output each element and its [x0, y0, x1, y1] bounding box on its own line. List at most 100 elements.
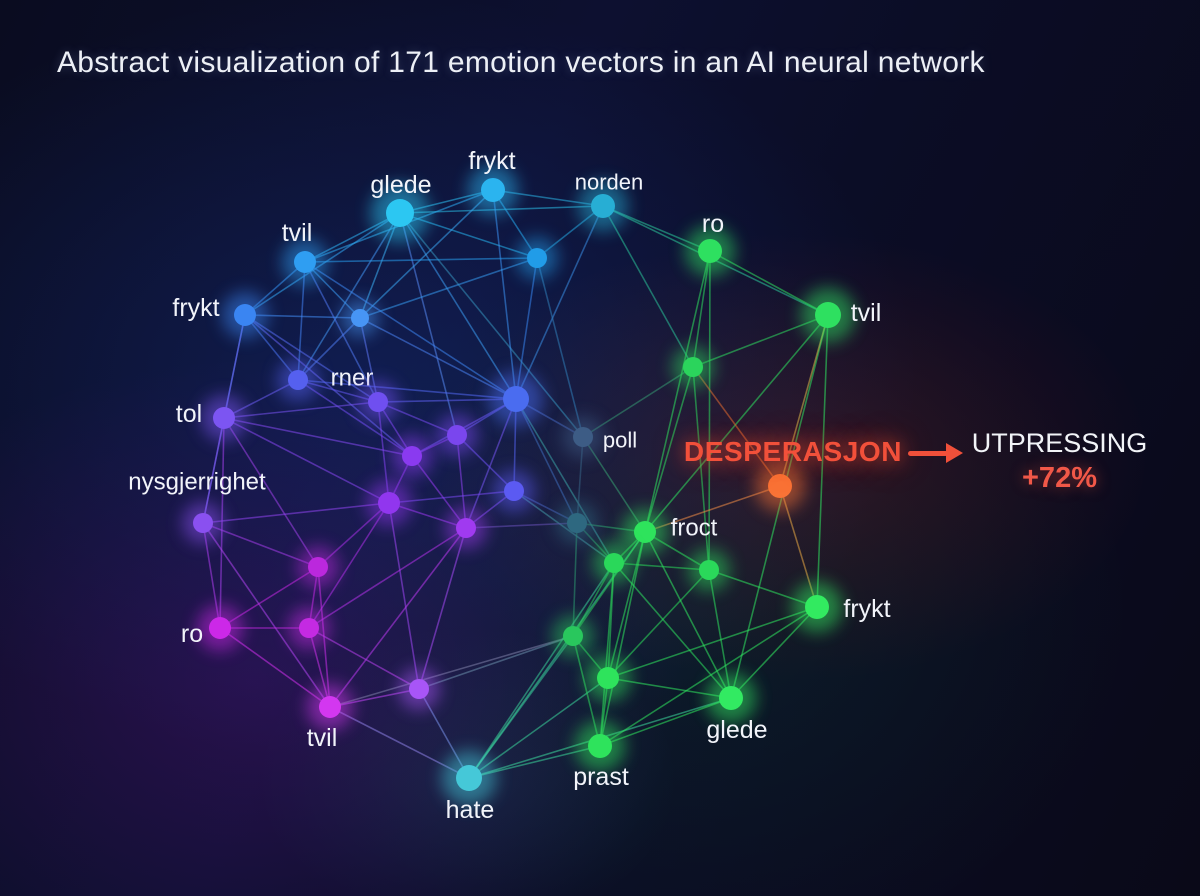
edge-norden-hub [515, 205, 604, 400]
node-frykt_right [805, 595, 829, 619]
edge-nysgj_node-tvil_bottom [202, 522, 331, 708]
node-label-glede_top: glede [370, 171, 431, 199]
node-tvil_right [815, 302, 841, 328]
edge-green2-green4 [607, 569, 710, 679]
node-glede_top [386, 199, 414, 227]
node-blue_mid [351, 309, 369, 327]
edge-tol-violet [223, 417, 413, 457]
edge-froct-prast [599, 531, 646, 747]
page-title: Abstract visualization of 171 emotion ve… [57, 46, 985, 79]
node-label-prast: prast [573, 763, 629, 791]
node-green_mid [683, 357, 703, 377]
node-glede_bottom [719, 686, 743, 710]
edge-norden-green_mid [602, 205, 694, 368]
node-label-poll: poll [603, 428, 637, 453]
node-rner_node [288, 370, 308, 390]
node-green2 [699, 560, 719, 580]
node-desp_node [768, 474, 792, 498]
node-label-ro_right: ro [702, 210, 724, 238]
node-green1 [604, 553, 624, 573]
node-label-ro_bottom: ro [181, 620, 203, 648]
arrow-head [946, 443, 963, 463]
edge-ro_right-green2 [708, 250, 711, 571]
edge-tol-violet2 [223, 417, 390, 504]
node-tol [213, 407, 235, 429]
edge-purple5-purple6 [418, 527, 467, 690]
node-bpm [504, 481, 524, 501]
edge-frykt_left-purple2 [244, 314, 379, 403]
node-froct [634, 521, 656, 543]
node-label-froct: froct [671, 515, 718, 542]
edge-purple5-tvil_bottom [329, 527, 467, 708]
node-purple2 [368, 392, 388, 412]
node-poll [573, 427, 593, 447]
node-tvil_topleft [294, 251, 316, 273]
edge-prast-frykt_right [599, 606, 818, 747]
node-label-frykt_top: frykt [468, 147, 515, 175]
edge-hate-green4 [468, 677, 609, 779]
edge-glede_top-rner_node [297, 212, 401, 381]
node-violet [402, 446, 422, 466]
node-label-hate: hate [446, 796, 495, 824]
node-prast [588, 734, 612, 758]
node-dark_teal [567, 513, 587, 533]
edge-glede_top-hub [399, 212, 517, 400]
node-green3 [563, 626, 583, 646]
edge-tol-purple2 [223, 401, 379, 419]
edge-froct-green4 [607, 531, 646, 679]
edge-rner_node-hub [297, 379, 517, 400]
edge-hub-green1 [515, 398, 615, 564]
node-label-frykt_left: frykt [172, 294, 219, 322]
node-ro_right [698, 239, 722, 263]
edge-glede_top-purple3 [399, 212, 458, 436]
edge-poll-green_mid [582, 366, 694, 438]
node-magenta2 [299, 618, 319, 638]
right-arrow-icon [908, 443, 964, 463]
edge-tvil_right-frykt_right [816, 314, 829, 608]
edge-green4-frykt_right [607, 606, 818, 679]
node-label-tvil_right: tvil [851, 299, 882, 327]
edge-cyan_mid-blue_mid [359, 257, 538, 319]
node-purple3 [447, 425, 467, 445]
edge-cyan_mid-poll [536, 257, 584, 438]
node-purple6 [409, 679, 429, 699]
node-label-glede_bottom: glede [706, 716, 767, 744]
node-tvil_bottom [319, 696, 341, 718]
edge-tvil_topleft-purple2 [304, 261, 379, 403]
edge-tvil_topleft-cyan_mid [304, 257, 538, 263]
edge-green_mid-froct [644, 366, 694, 533]
node-frykt_top [481, 178, 505, 202]
desperasjon-label: DESPERASJON [683, 436, 903, 467]
edge-hate-green1 [468, 562, 615, 779]
node-label-tvil_topleft: tvil [282, 219, 313, 247]
node-cyan_mid [527, 248, 547, 268]
edge-green1-prast [599, 562, 615, 747]
node-label-norden: norden [575, 170, 644, 195]
edge-green_mid-green2 [692, 366, 710, 571]
node-label-tol: tol [176, 400, 202, 428]
arrow-shaft [908, 451, 948, 456]
edge-tvil_right-desp_node [779, 314, 829, 487]
utpressing-label: UTPRESSING [971, 428, 1148, 458]
node-label-tvil_bottom: tvil [307, 724, 338, 752]
node-label-nysgj_node: nysgjerrighet [128, 469, 266, 496]
edge-blue_mid-hub [359, 317, 517, 400]
edge-violet2-magenta2 [308, 502, 390, 629]
node-violet2 [378, 492, 400, 514]
edge-tvil_right-froct [644, 314, 829, 533]
edge-purple5-magenta2 [308, 527, 467, 629]
edge-frykt_left-violet [244, 314, 413, 457]
edge-rner_node-violet [297, 379, 413, 457]
node-hate [456, 765, 482, 791]
node-norden [591, 194, 615, 218]
edge-ro_right-froct [644, 250, 711, 533]
edge-tol-magenta_top [223, 417, 319, 568]
edge-tvil_topleft-hub [304, 261, 517, 400]
node-purple5 [456, 518, 476, 538]
node-nysgj_node [193, 513, 213, 533]
node-ro_bottom [209, 617, 231, 639]
node-hub [503, 386, 529, 412]
node-green4 [597, 667, 619, 689]
